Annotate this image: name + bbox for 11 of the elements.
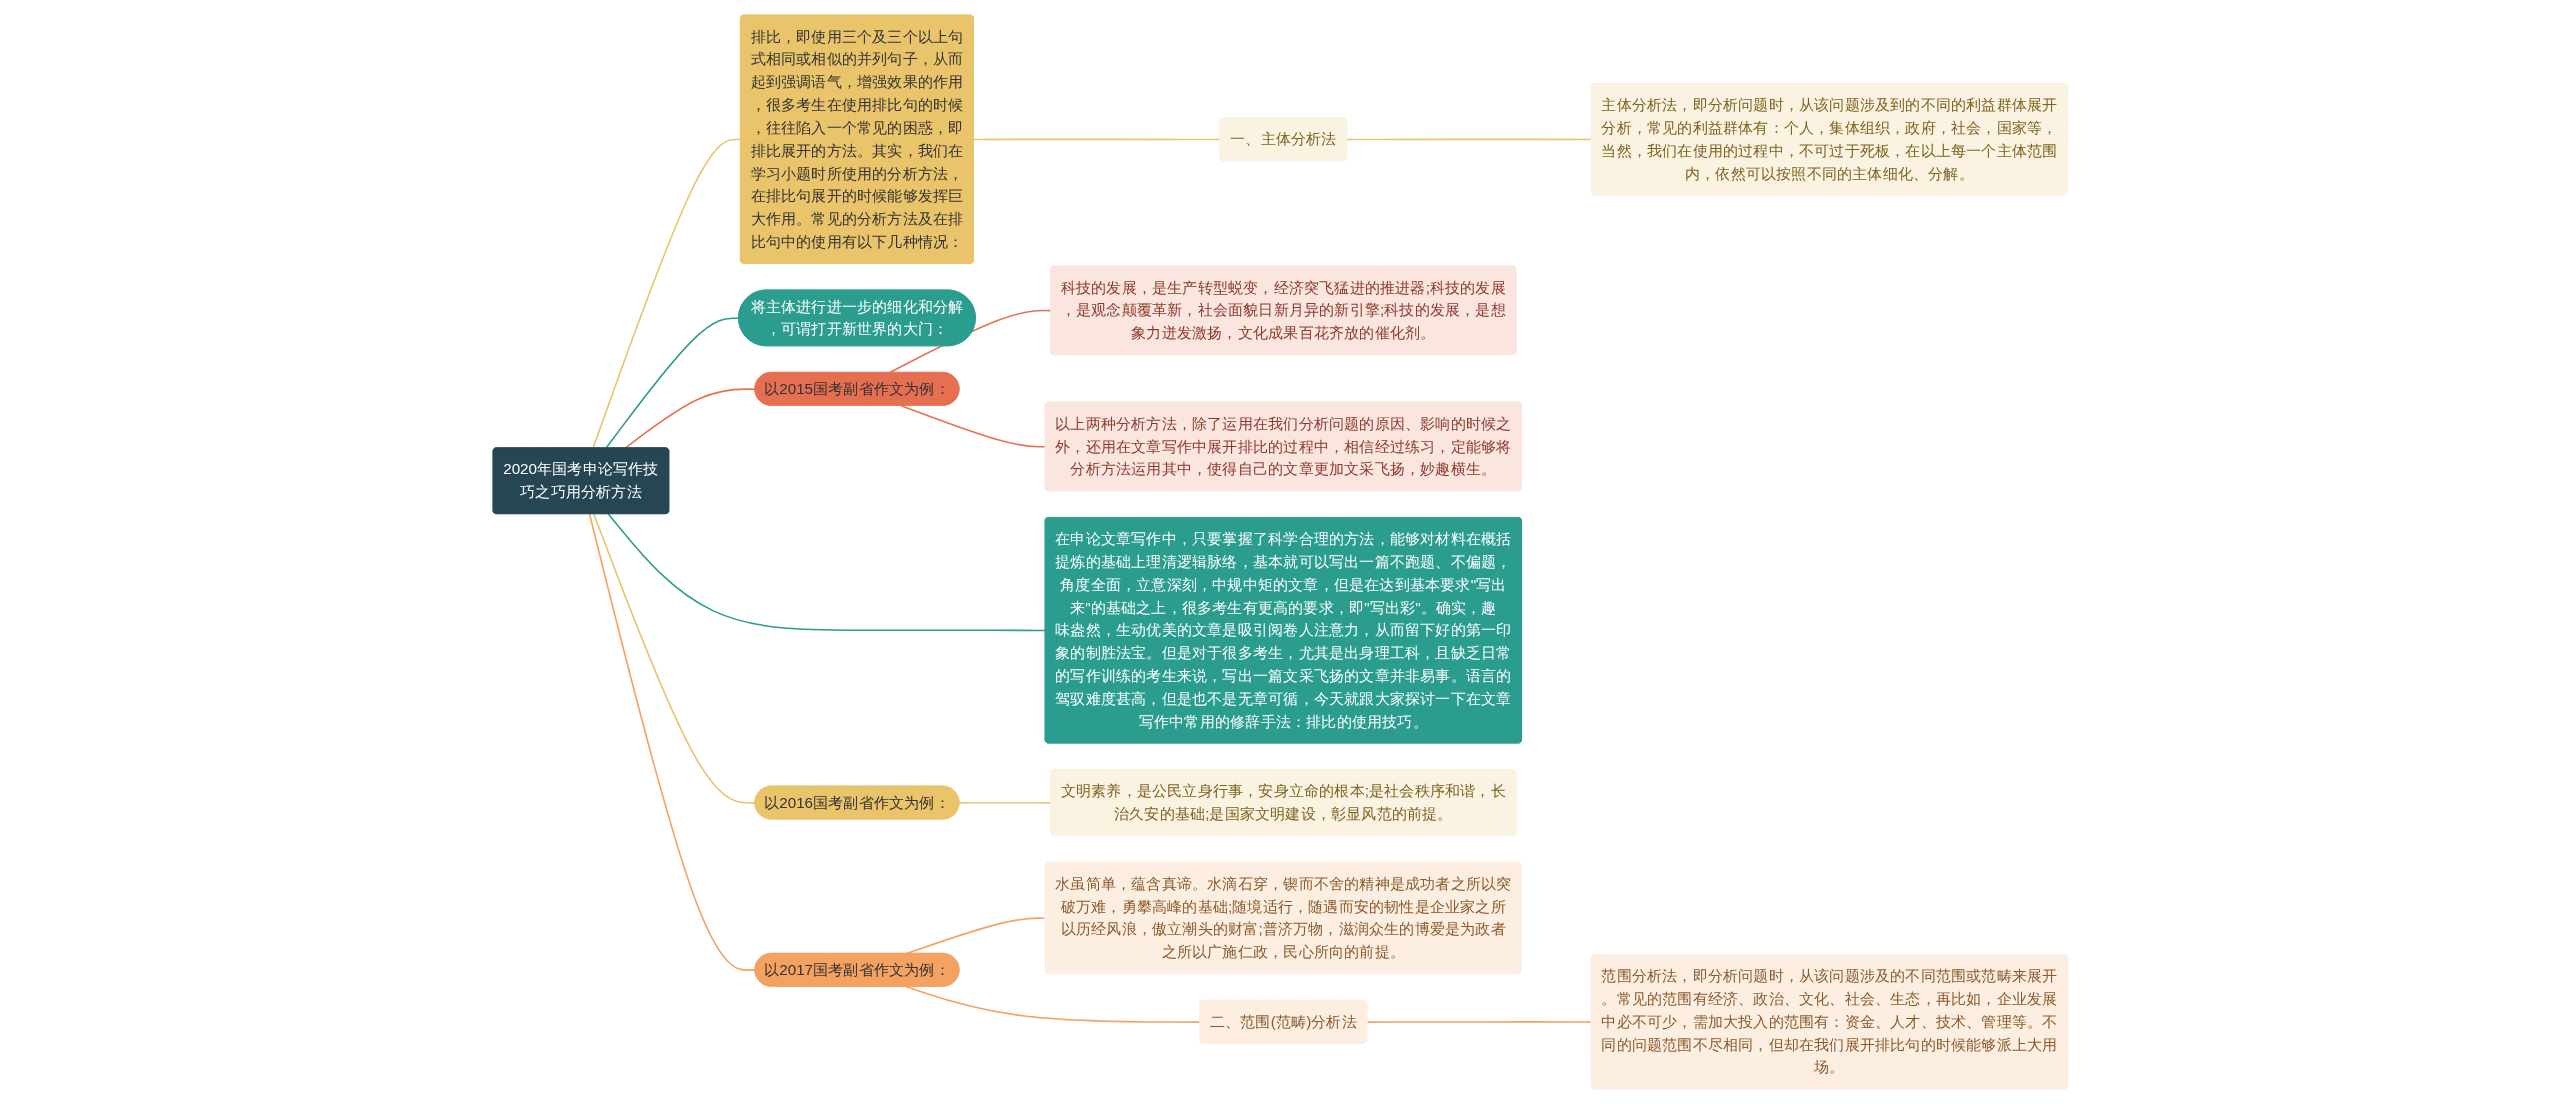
connector: [588, 513, 756, 971]
connector: [624, 388, 756, 449]
connector: [592, 513, 756, 804]
connector: [607, 513, 1046, 632]
connector: [899, 404, 1046, 448]
connector: [604, 317, 740, 449]
connector: [591, 138, 742, 449]
connector: [1366, 1021, 1592, 1023]
connector: [958, 801, 1052, 804]
connector: [972, 138, 1221, 141]
connector: [1345, 138, 1592, 141]
